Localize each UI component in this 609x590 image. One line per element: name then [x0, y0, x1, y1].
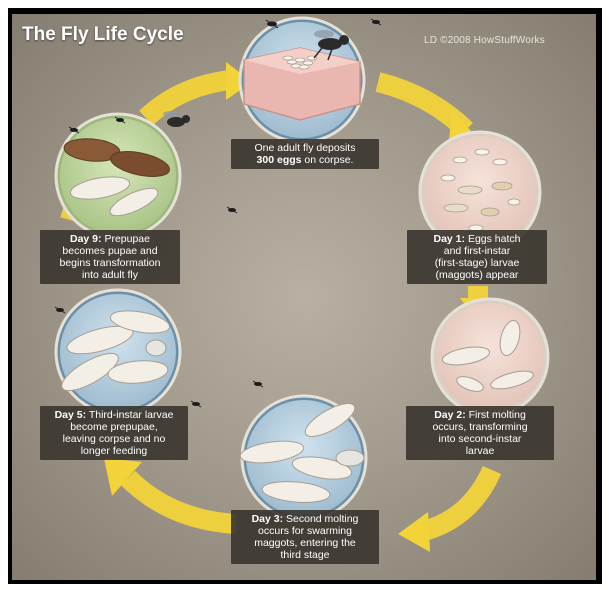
arrow-day9-to-eggs	[146, 80, 230, 118]
fly-icon	[371, 19, 381, 25]
caption-day9-line1: Prepupae	[104, 233, 150, 245]
caption-day1-line2: and first-instar	[444, 245, 511, 257]
caption-day9-line2: becomes pupae and	[62, 245, 157, 257]
caption-day5: Day 5: Third-instar larvae become prepup…	[40, 406, 188, 460]
circle-day2	[432, 299, 548, 415]
caption-day1-line3: (first-stage) larvae	[435, 257, 520, 269]
caption-day3: Day 3: Second molting occurs for swarmin…	[231, 510, 379, 564]
caption-day3-line1: Second molting	[286, 513, 358, 525]
caption-eggs-line2: on corpse.	[304, 154, 353, 166]
copyright-credit: LD ©2008 HowStuffWorks	[424, 35, 545, 46]
fly-icon	[163, 111, 190, 127]
diagram-title: The Fly Life Cycle	[22, 24, 184, 46]
fly-icon	[227, 207, 237, 213]
caption-day3-line3: maggots, entering the	[254, 537, 356, 549]
caption-day1: Day 1: Eggs hatch and first-instar (firs…	[407, 230, 547, 284]
caption-day5-label: Day 5:	[55, 409, 87, 421]
caption-day3-line4: third stage	[280, 549, 329, 561]
caption-eggs-count: 300 eggs	[257, 154, 302, 166]
caption-day1-label: Day 1:	[434, 233, 466, 245]
fly-icon	[55, 307, 65, 313]
arrow-day2-to-day3	[420, 470, 492, 532]
caption-day9-line4: into adult fly	[82, 269, 138, 281]
fly-icon	[253, 381, 263, 387]
caption-day9-line3: begins transformation	[60, 257, 161, 269]
caption-day5-line1: Third-instar larvae	[89, 409, 174, 421]
arrow-day3-to-day5	[128, 478, 236, 524]
caption-eggs: One adult fly deposits 300 eggs on corps…	[231, 139, 379, 169]
circle-eggs	[240, 18, 364, 142]
caption-day5-line2: become prepupae,	[70, 421, 158, 433]
caption-day2-line2: occurs, transforming	[432, 421, 527, 433]
caption-day1-line4: (maggots) appear	[436, 269, 519, 281]
caption-day3-line2: occurs for swarming	[258, 525, 352, 537]
caption-day5-line3: leaving corpse and no	[63, 433, 166, 445]
caption-day5-line4: longer feeding	[81, 445, 148, 457]
caption-day2-label: Day 2:	[434, 409, 466, 421]
circle-day3	[239, 396, 366, 520]
arrowhead-day3	[398, 512, 430, 552]
caption-day2: Day 2: First molting occurs, transformin…	[406, 406, 554, 460]
circle-day5	[56, 290, 180, 414]
caption-day2-line1: First molting	[469, 409, 526, 421]
fly-icon	[191, 401, 201, 407]
caption-day1-line1: Eggs hatch	[468, 233, 521, 245]
caption-day3-label: Day 3:	[252, 513, 284, 525]
caption-day2-line4: larvae	[466, 445, 495, 457]
caption-eggs-line1: One adult fly deposits	[255, 142, 356, 154]
caption-day9-label: Day 9:	[70, 233, 102, 245]
caption-day9: Day 9: Prepupae becomes pupae and begins…	[40, 230, 180, 284]
caption-day2-line3: into second-instar	[439, 433, 522, 445]
